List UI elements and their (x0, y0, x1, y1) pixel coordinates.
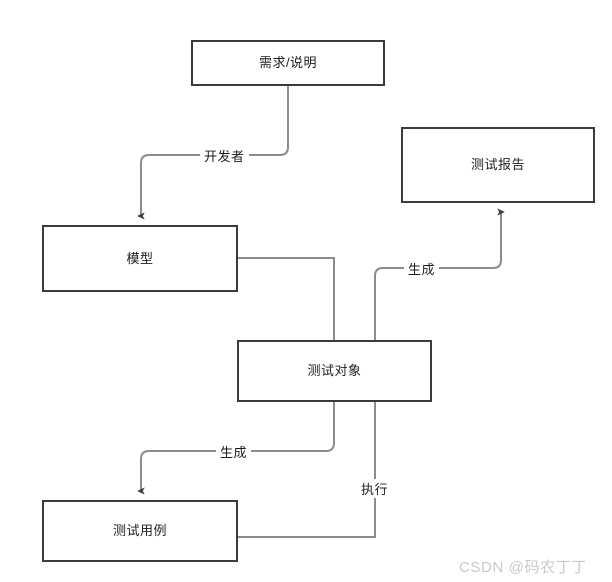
edge-testcase-to-target (238, 402, 376, 538)
csdn-watermark: CSDN @码农丁丁 (459, 559, 587, 576)
node-requirement-label: 需求/说明 (258, 55, 318, 71)
node-target[interactable]: 测试对象 (237, 340, 432, 402)
edge-label-generate-testcase: 生成 (216, 442, 252, 461)
edge-label-execute: 执行 (357, 479, 393, 498)
node-report[interactable]: 测试报告 (401, 127, 595, 203)
node-testcase[interactable]: 测试用例 (42, 500, 238, 562)
node-requirement[interactable]: 需求/说明 (191, 40, 385, 86)
edge-model-to-target (238, 257, 335, 340)
node-model-label: 模型 (126, 250, 154, 266)
node-report-label: 测试报告 (470, 157, 525, 173)
node-testcase-label: 测试用例 (112, 523, 167, 539)
node-target-label: 测试对象 (307, 363, 362, 379)
node-model[interactable]: 模型 (42, 225, 238, 292)
edge-label-developer: 开发者 (200, 146, 249, 165)
edge-label-generate-report: 生成 (404, 259, 440, 278)
